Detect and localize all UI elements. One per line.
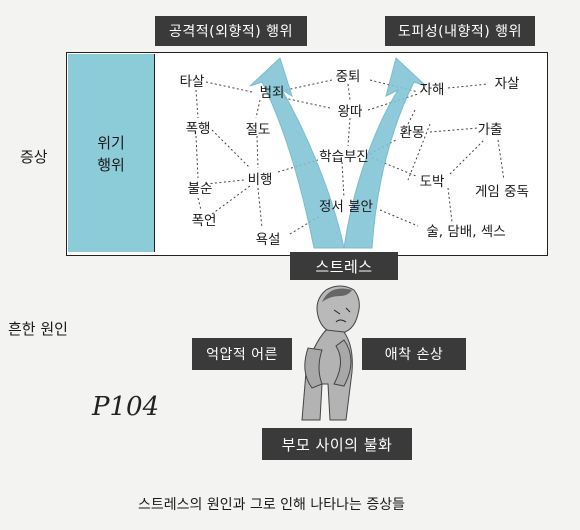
cause-attachment-damage: 애착 손상 (362, 338, 466, 370)
crisis-label-line1: 위기 (97, 134, 125, 152)
behavior-pokhaeng: 폭행 (185, 121, 211, 137)
behavior-sul: 술, 담배, 섹스 (426, 224, 506, 240)
behavior-hwanmong: 환몽 (399, 125, 425, 141)
crisis-behavior-label: 위기 행위 (68, 132, 154, 176)
passive-arrow (343, 57, 427, 249)
aggressive-arrow (249, 57, 345, 249)
behavior-dobak: 도박 (419, 174, 445, 190)
behavior-jasal: 자살 (494, 76, 520, 92)
cause-oppressive-parents: 억압적 어른 (192, 338, 292, 370)
behavior-tasal: 타살 (179, 74, 205, 90)
crisis-behavior-panel: 위기 행위 (68, 54, 155, 252)
symptoms-label: 증상 (20, 148, 48, 166)
behavior-gachul: 가출 (477, 122, 503, 138)
behavior-jahae: 자해 (419, 82, 445, 98)
behavior-hakseup: 학습부진 (319, 149, 369, 165)
behavior-jeoldo: 절도 (245, 122, 271, 138)
stress-box: 스트레스 (290, 252, 398, 280)
figure-caption: 스트레스의 원인과 그로 인해 나타나는 증상들 (138, 497, 405, 513)
behavior-bulsun: 불순 (187, 181, 213, 197)
behavior-game: 게임 중독 (475, 184, 529, 200)
stressed-person-illustration (301, 285, 360, 421)
aggressive-behavior-box: 공격적(외향적) 행위 (155, 16, 307, 46)
cause-parents-discord: 부모 사이의 불화 (262, 428, 412, 460)
common-causes-label: 흔한 원인 (8, 320, 68, 338)
behavior-yokseol: 욕설 (255, 232, 281, 248)
handwritten-page-note: P104 (92, 392, 160, 422)
passive-behavior-box: 도피성(내향적) 행위 (385, 16, 535, 46)
crisis-label-line2: 행위 (97, 156, 125, 174)
behavior-junggtoe: 중퇴 (335, 69, 361, 85)
behavior-bihaeng: 비행 (247, 172, 273, 188)
behavior-beomjoe: 범죄 (259, 85, 285, 101)
behavior-wangtta: 왕따 (337, 104, 363, 120)
behavior-jeongseo: 정서 불안 (319, 199, 373, 215)
behavior-pogeon: 폭언 (191, 213, 217, 229)
